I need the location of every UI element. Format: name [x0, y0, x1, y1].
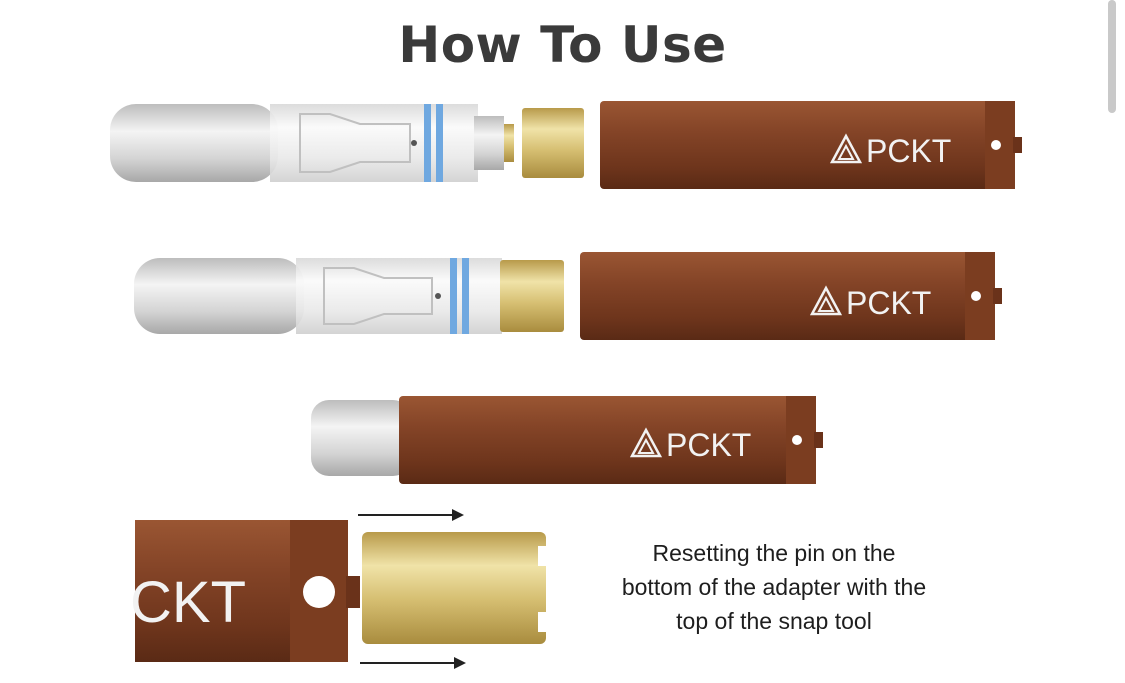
arrow-right-icon [358, 509, 464, 521]
battery-1: PCKT [600, 101, 1022, 189]
adapter-1 [522, 108, 584, 178]
scrollbar[interactable] [1108, 0, 1116, 113]
caption-line: top of the snap tool [676, 608, 872, 634]
battery-2: PCKT [580, 252, 1002, 340]
triangle-logo-icon [629, 427, 663, 458]
battery-closeup: CKT [130, 520, 360, 662]
page-title: How To Use [398, 16, 727, 74]
reset-instruction-caption: Resetting the pin on the bottom of the a… [574, 536, 974, 638]
assembled-device: PCKT [311, 396, 823, 484]
snap-tool [362, 532, 548, 644]
brand-label-1: PCKT [866, 133, 951, 169]
cartridge-2 [134, 258, 502, 334]
cartridge-1 [110, 104, 514, 182]
arrow-right-icon [360, 657, 466, 669]
brand-label-3: PCKT [666, 427, 751, 463]
brand-label-partial: CKT [130, 570, 246, 635]
caption-line: bottom of the adapter with the [621, 574, 927, 600]
triangle-logo-icon [809, 285, 843, 316]
adapter-2 [500, 260, 564, 332]
brand-label-2: PCKT [846, 285, 931, 321]
triangle-logo-icon [829, 133, 863, 164]
caption-line: Resetting the pin on the [652, 540, 896, 566]
